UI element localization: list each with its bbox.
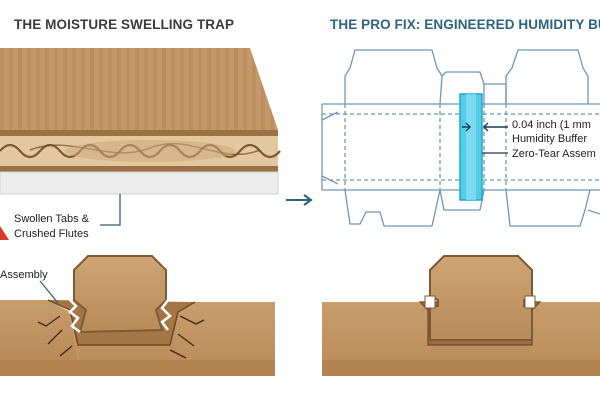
left-panel-title: THE MOISTURE SWELLING TRAP [14,17,235,32]
swollen-tab [73,255,167,334]
engineered-tab [429,255,533,341]
crushed-flutes-label: Crushed Flutes [14,228,89,240]
buffer-dimension-label: 0.04 inch (1 mm [512,119,591,131]
failed-assembly [0,255,275,376]
zero-tear-label: Zero-Tear Assem [512,148,596,160]
assembly-label: Assembly [0,269,48,281]
engineered-assembly [322,255,600,376]
board-top-surface [0,48,278,130]
swollen-tabs-label: Swollen Tabs & [14,213,90,225]
humidity-buffer-label: Humidity Buffer [512,133,587,145]
callout-leader [100,194,121,226]
warning-icon [0,226,9,240]
right-panel-title: THE PRO FIX: ENGINEERED HUMIDITY BUFF [330,17,600,32]
dieline-blueprint [321,49,600,227]
corrugated-board [0,48,281,195]
